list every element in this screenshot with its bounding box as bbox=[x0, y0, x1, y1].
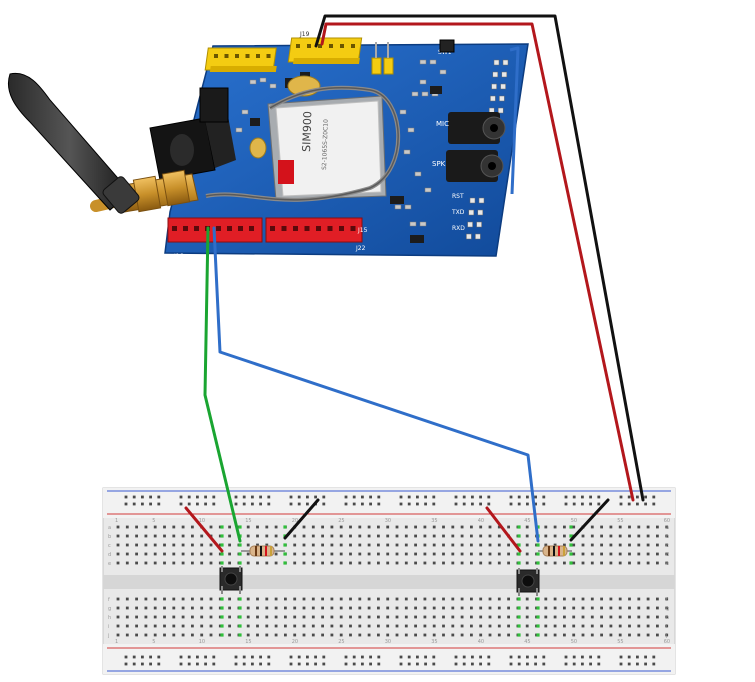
pcb-details bbox=[235, 59, 509, 243]
column-number: 60 bbox=[664, 518, 670, 524]
column-number: 20 bbox=[292, 639, 298, 645]
chip-sublabel: S2-1065S-Z0C10 bbox=[321, 119, 330, 170]
column-number: 55 bbox=[617, 518, 623, 524]
column-number: 1 bbox=[115, 639, 118, 645]
row-letter: c bbox=[666, 543, 669, 549]
row-letter: f bbox=[666, 597, 668, 603]
column-number: 5 bbox=[152, 639, 155, 645]
pushbutton-right[interactable] bbox=[516, 568, 540, 596]
column-number: 25 bbox=[338, 518, 344, 524]
row-letter: b bbox=[108, 534, 111, 540]
column-number: 45 bbox=[524, 518, 530, 524]
header-top-right bbox=[287, 37, 363, 64]
side-connector bbox=[199, 87, 229, 123]
label-j22: J22 bbox=[355, 245, 366, 252]
audio-jack-speaker: SPK bbox=[432, 150, 504, 182]
row-letter: g bbox=[666, 606, 669, 612]
spk-label: SPK bbox=[432, 160, 446, 168]
jumper-black-right bbox=[569, 498, 610, 542]
power-key-button[interactable] bbox=[439, 39, 455, 53]
pushbutton-left[interactable] bbox=[219, 566, 243, 594]
jumper-black-left bbox=[283, 498, 320, 540]
jumper-wires bbox=[203, 14, 645, 543]
simcom-logo-mark bbox=[278, 160, 294, 184]
column-number: 40 bbox=[478, 639, 484, 645]
antenna bbox=[8, 72, 140, 214]
row-letter: b bbox=[666, 534, 669, 540]
row-letter: c bbox=[108, 543, 111, 549]
sim900-gsm-shield: MIC SPK SIM900 S2-1065S-Z0C10 bbox=[8, 31, 529, 260]
row-letter: a bbox=[108, 525, 111, 531]
column-number: 25 bbox=[338, 639, 344, 645]
breadboard-holes bbox=[116, 495, 669, 666]
row-letter: d bbox=[666, 552, 669, 558]
resistor-left bbox=[241, 545, 285, 557]
wire-green bbox=[203, 226, 242, 543]
button-circuit-left bbox=[184, 498, 320, 594]
jumper-red-left bbox=[184, 506, 224, 553]
jumper-cap-2 bbox=[383, 57, 394, 75]
column-number: 35 bbox=[431, 518, 437, 524]
row-letter: i bbox=[666, 624, 667, 630]
sim900-chip: SIM900 S2-1065S-Z0C10 bbox=[267, 95, 387, 201]
jumper-red-right bbox=[485, 506, 522, 553]
row-letter: a bbox=[666, 525, 669, 531]
column-number: 55 bbox=[617, 639, 623, 645]
row-letter: h bbox=[666, 615, 669, 621]
bottom-power-rail bbox=[103, 644, 675, 674]
row-letter: g bbox=[108, 606, 111, 612]
row-letter: e bbox=[666, 561, 669, 567]
header-top-left bbox=[204, 47, 277, 72]
column-number: 15 bbox=[245, 639, 251, 645]
row-letter: j bbox=[107, 633, 109, 639]
wire-red bbox=[320, 22, 635, 502]
label-txd: TXD bbox=[451, 209, 465, 216]
label-j19: J19 bbox=[299, 31, 310, 38]
row-letter: d bbox=[108, 552, 111, 558]
chip-label: SIM900 bbox=[300, 111, 314, 152]
center-channel bbox=[103, 575, 675, 589]
column-number: 10 bbox=[199, 639, 205, 645]
dc-power-jack bbox=[149, 116, 236, 181]
column-number: 40 bbox=[478, 518, 484, 524]
label-rxd: RXD bbox=[452, 225, 465, 232]
column-number: 5 bbox=[152, 518, 155, 524]
mic-label: MIC bbox=[436, 120, 449, 128]
row-letter: j bbox=[665, 633, 667, 639]
label-j16: J16 bbox=[173, 253, 184, 260]
row-letter: h bbox=[108, 615, 111, 621]
column-number: 30 bbox=[385, 639, 391, 645]
row-letter: i bbox=[108, 624, 109, 630]
header-bottom-right bbox=[265, 217, 363, 243]
wire-blue-top bbox=[509, 46, 520, 195]
column-number: 35 bbox=[431, 639, 437, 645]
wire-blue bbox=[212, 226, 540, 543]
column-number: 1 bbox=[115, 518, 118, 524]
jumper-cap-1 bbox=[371, 57, 382, 75]
row-letter: e bbox=[108, 561, 111, 567]
button-circuit-right bbox=[485, 498, 610, 596]
column-number: 15 bbox=[245, 518, 251, 524]
column-number: 30 bbox=[385, 518, 391, 524]
row-letter: f bbox=[108, 597, 110, 603]
column-number: 10 bbox=[199, 518, 205, 524]
label-rst: RST bbox=[452, 193, 464, 200]
wire-black bbox=[314, 14, 645, 502]
audio-jack-mic: MIC bbox=[436, 112, 506, 144]
label-j15: J15 bbox=[357, 227, 368, 234]
resistor-right bbox=[538, 545, 572, 557]
column-number: 60 bbox=[664, 639, 670, 645]
column-number: 20 bbox=[292, 518, 298, 524]
column-number: 50 bbox=[571, 639, 577, 645]
column-number: 45 bbox=[524, 639, 530, 645]
column-number: 50 bbox=[571, 518, 577, 524]
